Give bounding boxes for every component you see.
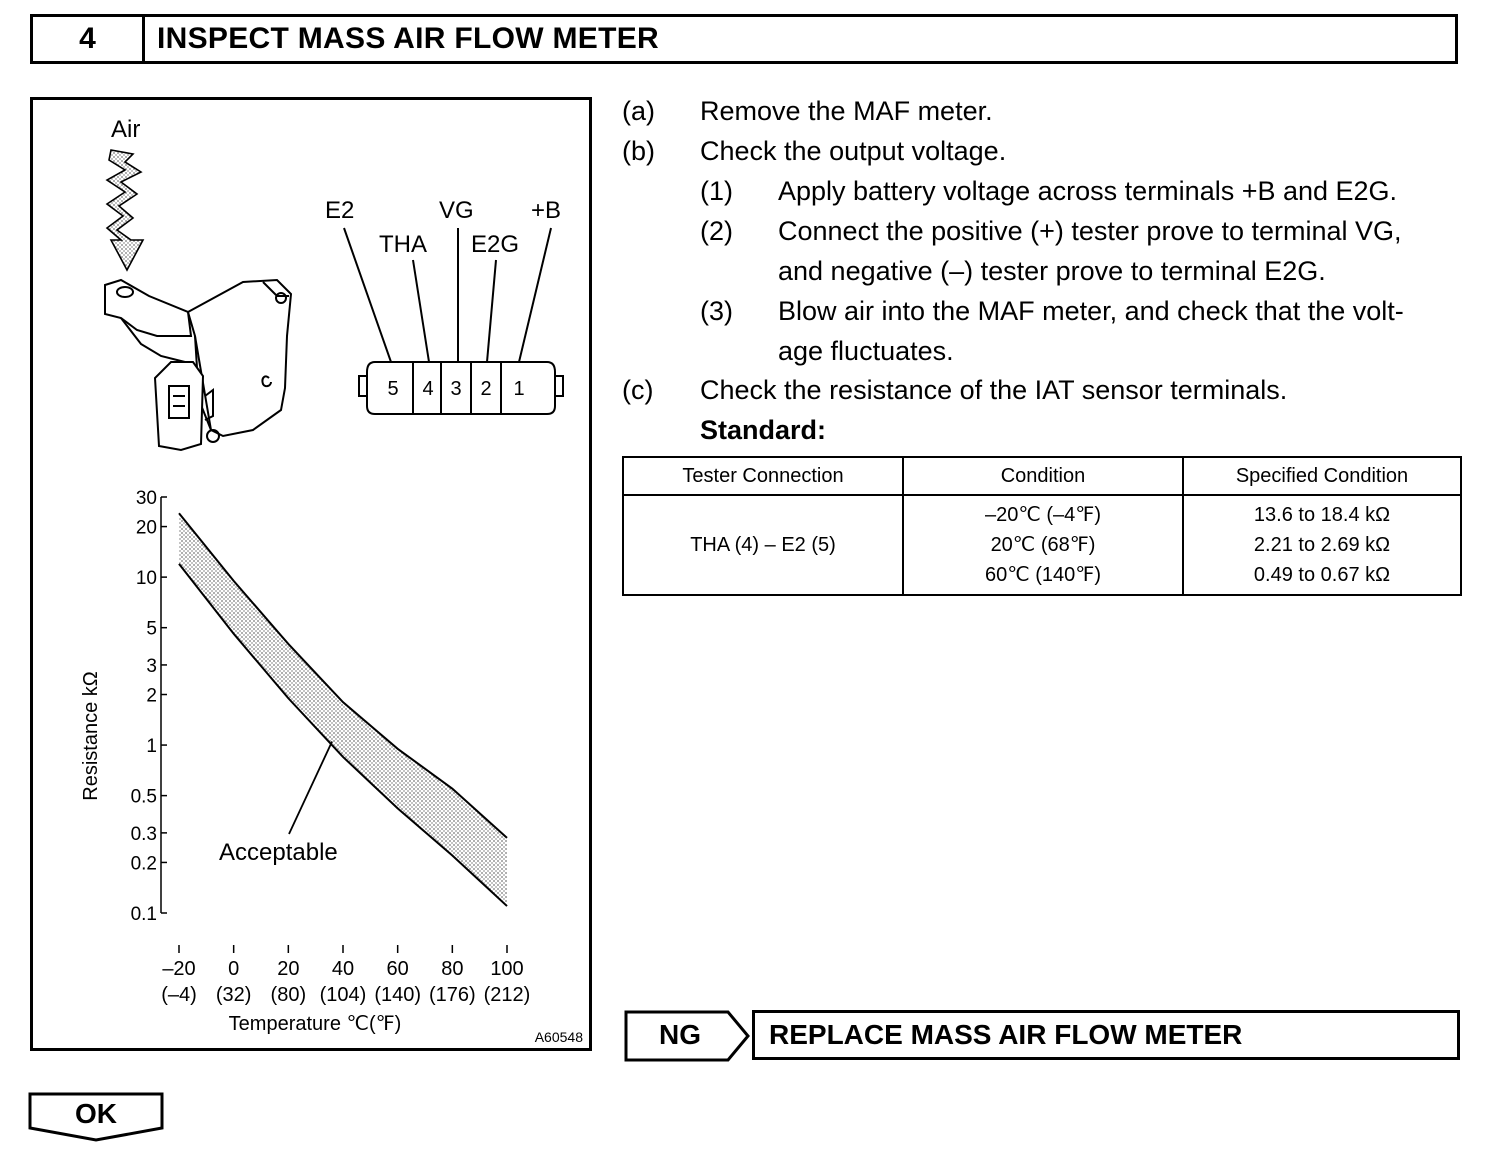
y-tick-label: 2	[146, 686, 157, 707]
x-tick-label: –20	[162, 958, 195, 980]
specified-value: 2.21 to 2.69 kΩ	[1253, 534, 1391, 556]
substep-text-3: Blow air into the MAF meter, and check t…	[778, 296, 1404, 326]
step-text-c: Check the resistance of the IAT sensor t…	[700, 375, 1288, 405]
substep-label-2: (2)	[700, 216, 733, 246]
y-tick-label: 1	[146, 736, 157, 757]
condition-value: –20℃ (–4℉)	[985, 504, 1101, 526]
x-tick-label-f: (176)	[429, 984, 476, 1006]
terminal-name-e2g: E2G	[471, 231, 519, 258]
air-label: Air	[111, 116, 140, 143]
x-tick-label: 0	[228, 958, 239, 980]
table-header-row: Tester Connection Condition Specified Co…	[622, 456, 1462, 496]
substep-label-1: (1)	[700, 176, 733, 206]
figure-drawing: Air E2 VG +B THA E2G	[80, 116, 583, 1045]
specified-condition-cell: 13.6 to 18.4 kΩ 2.21 to 2.69 kΩ 0.49 to …	[1182, 494, 1462, 596]
connector	[358, 361, 564, 415]
y-tick-label: 30	[136, 488, 157, 509]
tester-connection-cell: THA (4) – E2 (5)	[622, 494, 904, 596]
condition-cell: –20℃ (–4℉) 20℃ (68℉) 60℃ (140℉)	[902, 494, 1184, 596]
step-text-b: Check the output voltage.	[700, 136, 1007, 166]
y-tick-label: 0.2	[131, 853, 157, 874]
terminal-name-vg: VG	[439, 197, 474, 224]
air-flow-arrow	[105, 149, 145, 272]
substep-text-3-cont: age fluctuates.	[778, 336, 954, 366]
step-title: INSPECT MASS AIR FLOW METER	[157, 22, 659, 55]
acceptable-annotation: Acceptable	[219, 839, 338, 866]
x-tick-label-f: (–4)	[161, 984, 197, 1006]
x-tick-label: 100	[490, 958, 523, 980]
ng-action-box: REPLACE MASS AIR FLOW METER	[752, 1010, 1460, 1060]
upper-limit-line	[178, 512, 508, 839]
x-tick-label: 60	[387, 958, 409, 980]
x-tick-label-f: (80)	[271, 984, 307, 1006]
terminal-name-plus-b: +B	[531, 197, 561, 224]
column-header: Tester Connection	[622, 456, 904, 496]
substep-text-2: Connect the positive (+) tester prove to…	[778, 216, 1402, 246]
column-header: Condition	[902, 456, 1184, 496]
substep-text-2-cont: and negative (–) tester prove to termina…	[778, 256, 1326, 286]
specified-value: 13.6 to 18.4 kΩ	[1253, 504, 1391, 526]
condition-value: 20℃ (68℉)	[990, 534, 1096, 556]
x-tick-label-f: (32)	[216, 984, 252, 1006]
pin-number: 1	[513, 378, 524, 400]
step-label-a: (a)	[622, 96, 655, 126]
standard-table: Tester Connection Condition Specified Co…	[622, 456, 1462, 596]
annotation-leader	[288, 741, 333, 835]
acceptable-band	[179, 513, 507, 907]
y-tick-label: 0.5	[131, 787, 157, 808]
x-tick-label: 40	[332, 958, 354, 980]
table-row: THA (4) – E2 (5) –20℃ (–4℉) 20℃ (68℉) 60…	[622, 494, 1462, 596]
ng-label: NG	[659, 1019, 701, 1050]
substep-label-3: (3)	[700, 296, 733, 326]
terminal-name-e2: E2	[325, 197, 354, 224]
x-axis-label: Temperature ℃(℉)	[229, 1013, 402, 1035]
specified-value: 0.49 to 0.67 kΩ	[1253, 564, 1391, 586]
pin-number: 2	[480, 378, 491, 400]
condition-value: 60℃ (140℉)	[985, 564, 1101, 586]
ng-arrow-shape	[624, 1010, 750, 1062]
substep-text-1: Apply battery voltage across terminals +…	[778, 176, 1398, 206]
ok-label: OK	[75, 1098, 117, 1129]
y-tick-label: 0.3	[131, 824, 157, 845]
terminal-name-tha: THA	[379, 231, 427, 258]
illustration-figure: Air E2 VG +B THA E2G	[30, 97, 592, 1051]
y-tick-label: 0.1	[131, 904, 157, 925]
step-label-c: (c)	[622, 375, 654, 405]
pin-number: 5	[387, 378, 398, 400]
y-tick-label: 5	[146, 619, 157, 640]
lower-limit-line	[178, 563, 508, 907]
x-tick-label: 80	[441, 958, 463, 980]
x-tick-label-f: (104)	[320, 984, 367, 1006]
step-header: 4 INSPECT MASS AIR FLOW METER	[30, 14, 1458, 64]
terminal-leader-lines	[343, 227, 552, 363]
figure-code: A60548	[535, 1029, 583, 1045]
column-header: Specified Condition	[1182, 456, 1462, 496]
step-text-a: Remove the MAF meter.	[700, 96, 993, 126]
x-tick-label: 20	[277, 958, 299, 980]
pin-number: 4	[422, 378, 433, 400]
x-tick-label-f: (140)	[374, 984, 421, 1006]
ok-arrow-shape	[28, 1092, 164, 1142]
y-tick-label: 10	[136, 568, 157, 589]
step-number: 4	[33, 17, 145, 61]
standard-label: Standard:	[700, 415, 827, 445]
maf-meter-body	[104, 278, 293, 452]
y-tick-label: 3	[146, 656, 157, 677]
y-tick-label: 20	[136, 518, 157, 539]
step-label-b: (b)	[622, 136, 655, 166]
pin-number: 3	[450, 378, 461, 400]
y-axis-label: Resistance kΩ	[80, 671, 102, 800]
x-tick-label-f: (212)	[484, 984, 531, 1006]
resistance-temperature-chart: 30 20 10 5 3 2 1 0.5 0.3 0.2 0.1 –20 (–4) 0 (32) 20 (80)…	[80, 488, 530, 1035]
